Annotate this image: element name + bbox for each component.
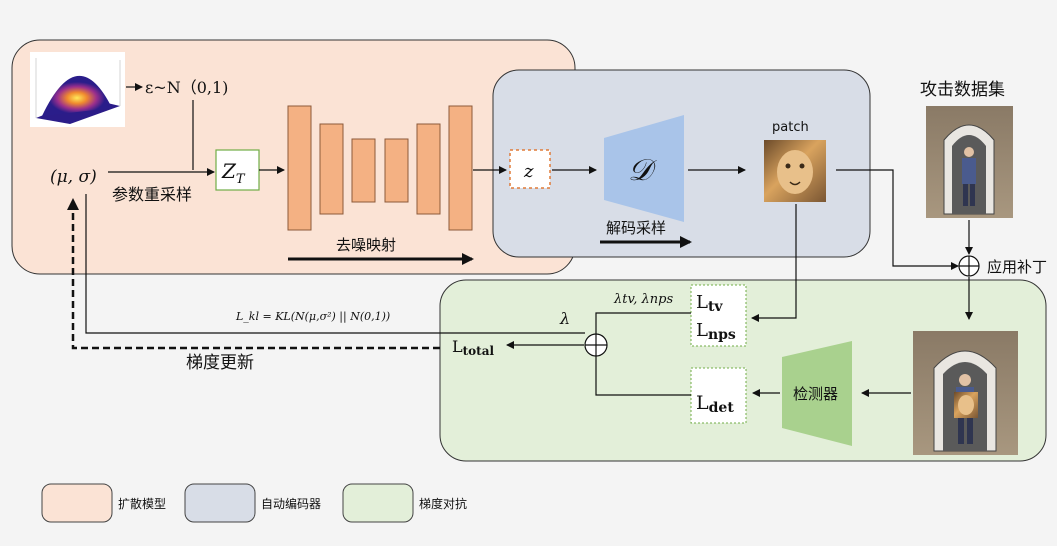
patch-image [764, 140, 826, 202]
legend-label-autoencoder: 自动编码器 [261, 496, 321, 511]
l-det-symbol: L [696, 392, 709, 414]
l-total-subscript: total [463, 344, 495, 358]
denoise-label: 去噪映射 [336, 236, 396, 254]
l-tv-nps-box [690, 284, 747, 347]
detector-label: 检测器 [793, 385, 838, 403]
l-tv-symbol: L [696, 292, 708, 313]
patched-image [913, 331, 1018, 455]
unet-block [319, 123, 344, 215]
decoder-shape [604, 115, 684, 222]
gradient-update-arrow [67, 198, 440, 350]
decode-label: 解码采样 [606, 219, 666, 237]
legend-label-diffusion: 扩散模型 [118, 496, 166, 511]
unet-block [416, 123, 441, 215]
unet-block [351, 138, 376, 203]
zt-subscript: T [236, 172, 246, 187]
svg-text:Ldet: Ldet [696, 392, 734, 416]
legend-swatch-diffusion [41, 483, 113, 523]
reparam-label: 参数重采样 [112, 185, 192, 204]
apply-patch-label: 应用补丁 [987, 258, 1047, 276]
loss-sum-operator [584, 333, 608, 357]
gradient-update-label: 梯度更新 [186, 353, 254, 373]
svg-text:ZT: ZT [221, 159, 246, 187]
l-total-symbol: L [452, 337, 463, 356]
attack-dataset-label: 攻击数据集 [920, 80, 1005, 100]
latent-z-label: z [523, 161, 534, 182]
svg-text:Ltv: Ltv [696, 292, 723, 315]
svg-text:Ltotal: Ltotal [452, 337, 494, 358]
gaussian-plot [30, 52, 125, 127]
unet-block [287, 105, 312, 231]
attack-dataset-image [926, 106, 1013, 218]
unet-block [384, 138, 409, 203]
l-nps-subscript: nps [708, 327, 736, 343]
legend-swatch-autoencoder [184, 483, 256, 523]
unet-blocks [287, 105, 473, 231]
mu-sigma-label: (μ, σ) [50, 167, 97, 187]
latent-z-box [509, 149, 551, 189]
detector-shape [782, 341, 852, 446]
apply-patch-operator [958, 255, 980, 277]
kl-loss-formula: L_kl = KL(N(μ,σ²) || N(0,1)) [235, 310, 390, 324]
svg-text:Lnps: Lnps [696, 320, 736, 343]
l-det-subscript: det [709, 400, 735, 416]
unet-block [448, 105, 473, 231]
noise-distribution-label: ε~N（0,1) [145, 78, 228, 97]
legend-label-adversarial: 梯度对抗 [419, 496, 467, 511]
patch-label: patch [772, 120, 809, 135]
l-tv-subscript: tv [708, 299, 723, 315]
legend: 扩散模型 自动编码器 梯度对抗 [41, 483, 467, 523]
l-det-box [690, 367, 747, 424]
lambda-label: λ [559, 309, 570, 328]
zt-variable: Z [221, 159, 237, 183]
legend-swatch-adversarial [342, 483, 414, 523]
l-nps-symbol: L [696, 320, 708, 341]
lambda-tv-nps-label: λtv, λnps [613, 292, 673, 307]
